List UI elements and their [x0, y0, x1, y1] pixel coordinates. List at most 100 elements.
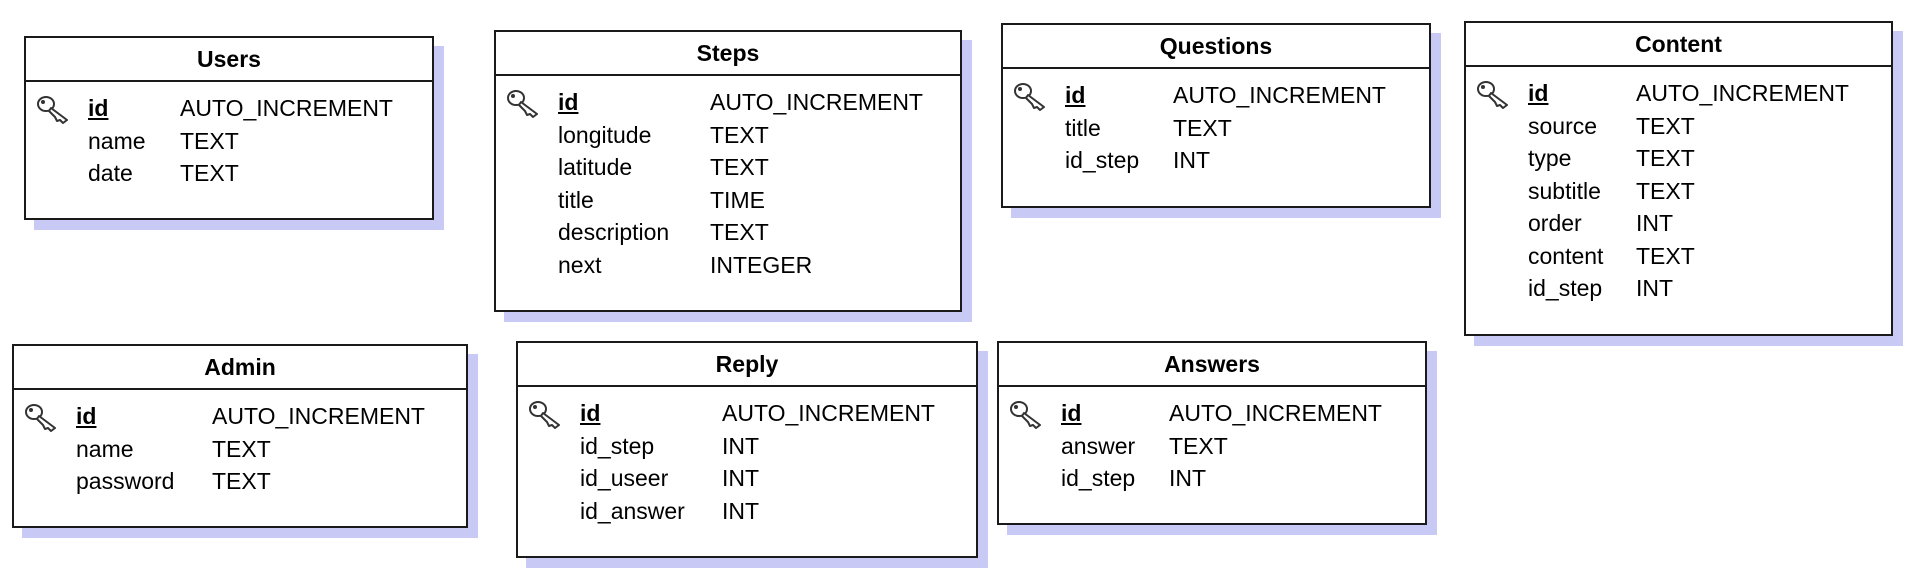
field-type: AUTO_INCREMENT — [710, 89, 923, 115]
field-type: TEXT — [710, 219, 769, 245]
table-title: Admin — [14, 346, 466, 390]
field-name: subtitle — [1528, 177, 1601, 204]
field-row: id_step INT — [999, 462, 1425, 495]
field-type: AUTO_INCREMENT — [1173, 82, 1386, 108]
field-type: TEXT — [710, 121, 769, 148]
field-row: title TEXT — [1003, 112, 1429, 145]
primary-key-field: id AUTO_INCREMENT — [26, 92, 432, 125]
field-row: id_step INT — [518, 430, 976, 463]
field-type: TEXT — [212, 468, 271, 494]
table-title: Content — [1466, 23, 1891, 67]
field-row: latitude TEXT — [496, 151, 960, 184]
field-type: INT — [1636, 275, 1674, 301]
field-type: TEXT — [710, 154, 769, 180]
field-type: INT — [722, 497, 760, 524]
field-name: id_step — [1528, 275, 1603, 301]
key-icon — [24, 402, 60, 432]
field-type: INT — [722, 432, 760, 459]
field-type: TEXT — [1173, 114, 1232, 141]
field-type: TIME — [710, 186, 765, 213]
field-name: id — [76, 403, 97, 429]
field-name: password — [76, 468, 175, 494]
field-name: source — [1528, 112, 1598, 139]
field-type: INT — [1169, 465, 1207, 491]
field-name: id_step — [580, 432, 655, 459]
primary-key-field: id AUTO_INCREMENT — [496, 86, 960, 119]
field-row: type TEXT — [1466, 142, 1891, 175]
field-type: AUTO_INCREMENT — [180, 95, 393, 121]
field-type: TEXT — [1636, 177, 1695, 204]
field-type: TEXT — [1636, 112, 1695, 139]
field-name: type — [1528, 145, 1572, 171]
field-type: INT — [722, 465, 760, 491]
field-type: TEXT — [1636, 145, 1695, 171]
field-name: date — [88, 160, 133, 186]
field-name: next — [558, 251, 602, 278]
field-name: latitude — [558, 154, 633, 180]
key-icon — [528, 399, 564, 429]
field-name: id_step — [1061, 465, 1136, 491]
field-row: description TEXT — [496, 216, 960, 249]
field-name: name — [76, 435, 134, 462]
key-icon — [1476, 79, 1512, 109]
table-title: Questions — [1003, 25, 1429, 69]
field-row: title TIME — [496, 184, 960, 217]
field-type: AUTO_INCREMENT — [1636, 80, 1849, 106]
primary-key-field: id AUTO_INCREMENT — [999, 397, 1425, 430]
field-name: id — [88, 95, 109, 121]
key-icon — [506, 88, 542, 118]
field-row: id_step INT — [1003, 144, 1429, 177]
field-row: subtitle TEXT — [1466, 175, 1891, 208]
field-row: content TEXT — [1466, 240, 1891, 273]
table-title: Answers — [999, 343, 1425, 387]
field-type: TEXT — [1636, 242, 1695, 269]
field-row: id_step INT — [1466, 272, 1891, 305]
field-name: id_step — [1065, 147, 1140, 173]
primary-key-field: id AUTO_INCREMENT — [1003, 79, 1429, 112]
key-icon — [36, 94, 72, 124]
key-icon — [1009, 399, 1045, 429]
field-name: order — [1528, 210, 1582, 236]
field-row: source TEXT — [1466, 110, 1891, 143]
field-name: id — [580, 400, 601, 426]
field-type: AUTO_INCREMENT — [1169, 400, 1382, 426]
field-type: INT — [1173, 147, 1211, 173]
field-name: id — [1061, 400, 1082, 426]
field-type: AUTO_INCREMENT — [212, 403, 425, 429]
field-row: date TEXT — [26, 157, 432, 190]
table-title: Reply — [518, 343, 976, 387]
field-name: content — [1528, 242, 1604, 269]
field-name: answer — [1061, 432, 1136, 459]
field-name: description — [558, 219, 670, 245]
field-name: title — [1065, 114, 1101, 141]
field-name: longitude — [558, 121, 652, 148]
field-row: password TEXT — [14, 465, 466, 498]
field-type: TEXT — [212, 435, 271, 462]
field-row: id_useer INT — [518, 462, 976, 495]
field-row: longitude TEXT — [496, 119, 960, 152]
field-type: TEXT — [180, 160, 239, 186]
field-name: title — [558, 186, 594, 213]
table-title: Users — [26, 38, 432, 82]
field-name: id — [558, 89, 579, 115]
field-name: id — [1065, 82, 1086, 108]
field-name: id_useer — [580, 465, 669, 491]
